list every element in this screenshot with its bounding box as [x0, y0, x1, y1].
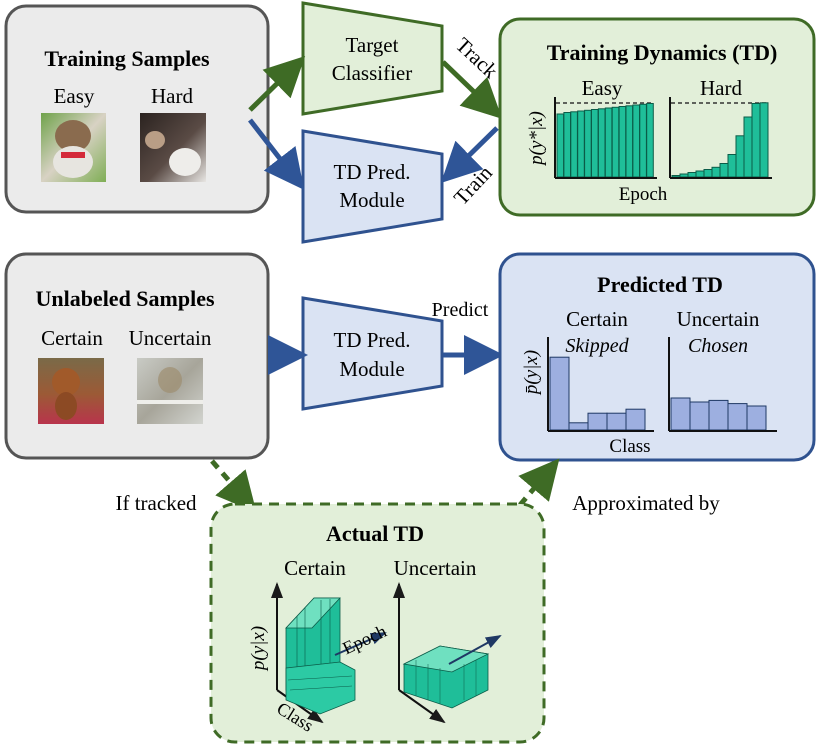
actual-uncertain-3d-plot [393, 582, 502, 724]
td-pred-module-top-line1: TD Pred. [334, 160, 411, 184]
unlabeled-samples-box: Unlabeled Samples Certain Uncertain [4, 252, 270, 460]
target-classifier: Target Classifier [301, 1, 444, 116]
hard-bar-7 [727, 154, 737, 178]
easy-bar-5 [591, 109, 599, 178]
arrow-train [440, 126, 499, 183]
pred-x-axis-label: Class [609, 436, 650, 457]
easy-bar-12 [639, 103, 647, 178]
hard-bar-4 [703, 169, 713, 178]
hard-bar-6 [719, 163, 729, 178]
uncertain-bar-1 [689, 401, 710, 431]
easy-dog-image [41, 113, 106, 182]
arrow-track [441, 60, 503, 119]
easy-bar-4 [584, 109, 592, 178]
approximated-by-label: Approximated by [572, 491, 720, 515]
hard-bar-0 [671, 175, 681, 178]
td-easy-label: Easy [582, 76, 623, 100]
arrow-samples-to-classifier [248, 56, 306, 112]
training-dynamics-title: Training Dynamics (TD) [547, 40, 778, 65]
training-dynamics-box: Training Dynamics (TD) Easy Hard p(y*|x)… [498, 17, 816, 217]
certain-bar-1 [568, 422, 589, 431]
td-easy-chart [554, 97, 657, 179]
certain-bar-2 [587, 412, 608, 431]
pred-certain-label: Certain [566, 307, 628, 331]
hard-dog-image [140, 113, 206, 182]
pred-y-axis-label: p̄(y|x) [521, 350, 542, 396]
actual-td-title: Actual TD [326, 521, 424, 546]
easy-bar-7 [604, 107, 613, 178]
target-classifier-line1: Target [346, 33, 399, 57]
hard-bar-2 [687, 172, 697, 178]
predicted-td-box: Predicted TD Certain Skipped Uncertain C… [498, 252, 816, 462]
td-x-axis-label: Epoch [619, 184, 668, 205]
certain-bar-4 [625, 408, 646, 431]
predicted-td-title: Predicted TD [597, 272, 723, 297]
pred-certain-status: Skipped [565, 335, 629, 357]
actual-y-axis-label: p(y|x) [248, 626, 269, 672]
actual-certain-label: Certain [284, 556, 346, 580]
hard-bar-8 [735, 135, 745, 178]
easy-bar-10 [625, 105, 634, 178]
pred-uncertain-label: Uncertain [677, 307, 760, 331]
unlabeled-samples-title: Unlabeled Samples [35, 286, 215, 311]
easy-bar-0 [556, 113, 565, 178]
actual-td-box: Actual TD Certain Uncertain p(y|x) Epoch… [209, 502, 546, 744]
td-pred-module-bottom-line1: TD Pred. [334, 328, 411, 352]
predict-label: Predict [432, 299, 489, 321]
hard-label: Hard [151, 84, 193, 108]
easy-bar-1 [563, 112, 572, 178]
easy-bar-8 [611, 106, 620, 178]
arrow-if-tracked [210, 459, 257, 513]
pred-uncertain-status: Chosen [688, 335, 748, 357]
hard-bar-3 [695, 170, 705, 178]
arrow-approximated-by [518, 458, 560, 507]
hard-bar-1 [679, 173, 689, 178]
td-pred-module-top: TD Pred. Module [301, 129, 444, 244]
certain-bar-0 [549, 356, 570, 431]
if-tracked-label: If tracked [115, 491, 197, 515]
hard-bar-10 [751, 103, 761, 178]
uncertain-dog-image [137, 358, 203, 424]
uncertain-label: Uncertain [129, 326, 212, 350]
training-samples-title: Training Samples [44, 46, 210, 71]
pred-uncertain-chart [668, 337, 777, 432]
training-samples-box: Training Samples Easy Hard [4, 4, 270, 214]
td-pred-module-top-line2: Module [339, 188, 404, 212]
td-y-axis-label: p(y*|x) [526, 111, 547, 167]
pred-certain-chart [547, 337, 654, 432]
easy-label: Easy [54, 84, 95, 108]
td-pred-module-bottom-line2: Module [339, 357, 404, 381]
easy-bar-3 [577, 110, 585, 178]
target-classifier-line2: Classifier [332, 61, 412, 85]
certain-dog-image [38, 358, 104, 424]
hard-bar-5 [711, 166, 721, 178]
easy-bar-2 [570, 111, 578, 178]
uncertain-bar-4 [746, 405, 767, 431]
easy-bar-6 [597, 108, 606, 178]
arrow-samples-to-module [248, 118, 305, 190]
hard-bar-11 [759, 102, 769, 178]
easy-bar-9 [618, 106, 627, 178]
actual-uncertain-label: Uncertain [394, 556, 477, 580]
td-pred-module-bottom: TD Pred. Module [301, 296, 444, 411]
certain-label: Certain [41, 326, 103, 350]
easy-bar-11 [632, 104, 641, 178]
uncertain-bar-2 [708, 399, 729, 431]
hard-bar-9 [743, 116, 753, 178]
uncertain-bar-3 [727, 403, 748, 431]
td-hard-label: Hard [700, 76, 742, 100]
td-hard-chart [669, 97, 772, 179]
certain-bar-3 [606, 412, 627, 431]
easy-bar-13 [646, 103, 654, 178]
uncertain-bar-0 [670, 397, 691, 431]
